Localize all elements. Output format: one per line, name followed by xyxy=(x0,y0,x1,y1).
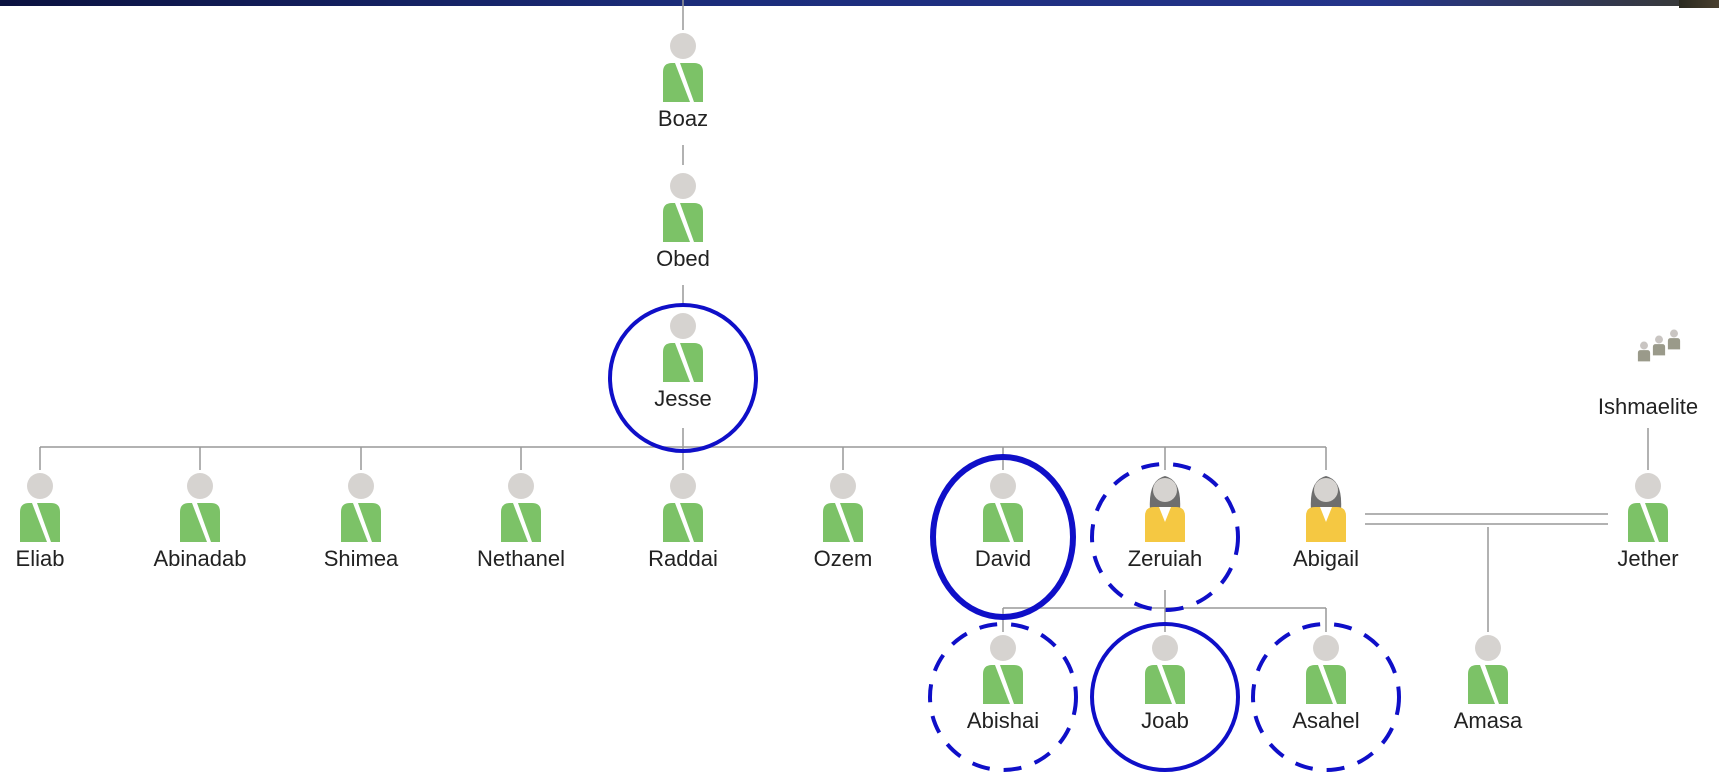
person-abishai[interactable]: Abishai xyxy=(943,632,1063,734)
person-abinadab[interactable]: Abinadab xyxy=(140,470,260,572)
person-ozem[interactable]: Ozem xyxy=(783,470,903,572)
person-boaz[interactable]: Boaz xyxy=(623,30,743,132)
person-shimea[interactable]: Shimea xyxy=(301,470,421,572)
person-nethanel[interactable]: Nethanel xyxy=(461,470,581,572)
person-name: Abigail xyxy=(1290,546,1362,571)
person-icon xyxy=(1628,473,1668,542)
person-icon xyxy=(823,473,863,542)
person-icon xyxy=(663,33,703,102)
person-icon xyxy=(1145,476,1185,542)
person-icon xyxy=(341,473,381,542)
person-name: Nethanel xyxy=(474,546,568,571)
person-name: Jether xyxy=(1615,546,1681,571)
person-name: Abishai xyxy=(964,708,1042,733)
person-david[interactable]: David xyxy=(943,470,1063,572)
person-name: Shimea xyxy=(321,546,401,571)
person-icon xyxy=(1145,635,1185,704)
person-icon xyxy=(180,473,220,542)
person-asahel[interactable]: Asahel xyxy=(1266,632,1386,734)
person-icon xyxy=(663,173,703,242)
person-name: David xyxy=(972,546,1034,571)
header-bar xyxy=(0,0,1719,6)
person-name: Eliab xyxy=(13,546,67,571)
header-image xyxy=(1679,0,1719,8)
person-joab[interactable]: Joab xyxy=(1105,632,1225,734)
person-amasa[interactable]: Amasa xyxy=(1428,632,1548,734)
person-name: Boaz xyxy=(655,106,711,131)
person-abigail[interactable]: Abigail xyxy=(1266,470,1386,572)
person-name: Joab xyxy=(1139,708,1191,733)
person-name: Abinadab xyxy=(151,546,249,571)
person-raddai[interactable]: Raddai xyxy=(623,470,743,572)
person-name: Jesse xyxy=(652,386,714,411)
person-name: Raddai xyxy=(646,546,720,571)
person-jether[interactable]: Jether xyxy=(1588,470,1708,572)
person-name: Amasa xyxy=(1451,708,1525,733)
person-icon xyxy=(1468,635,1508,704)
person-icon xyxy=(983,635,1023,704)
person-icon xyxy=(501,473,541,542)
person-mini-icon xyxy=(1667,329,1681,350)
person-jesse[interactable]: Jesse xyxy=(623,310,743,412)
person-icon xyxy=(20,473,60,542)
person-mini-icon xyxy=(1652,335,1666,356)
person-name: Asahel xyxy=(1290,708,1362,733)
person-icon xyxy=(1306,476,1346,542)
person-icon xyxy=(983,473,1023,542)
person-ishmaelite[interactable]: Ishmaelite xyxy=(1588,329,1708,420)
person-eliab[interactable]: Eliab xyxy=(0,470,100,572)
person-icon xyxy=(1306,635,1346,704)
person-zeruiah[interactable]: Zeruiah xyxy=(1105,470,1225,572)
person-mini-icon xyxy=(1637,341,1651,362)
person-name: Ozem xyxy=(811,546,875,571)
person-name: Obed xyxy=(654,246,712,271)
person-name: Ishmaelite xyxy=(1595,394,1701,419)
person-icon xyxy=(663,473,703,542)
person-name: Zeruiah xyxy=(1125,546,1205,571)
person-icon xyxy=(663,313,703,382)
person-obed[interactable]: Obed xyxy=(623,170,743,272)
group-icon xyxy=(1588,329,1708,390)
